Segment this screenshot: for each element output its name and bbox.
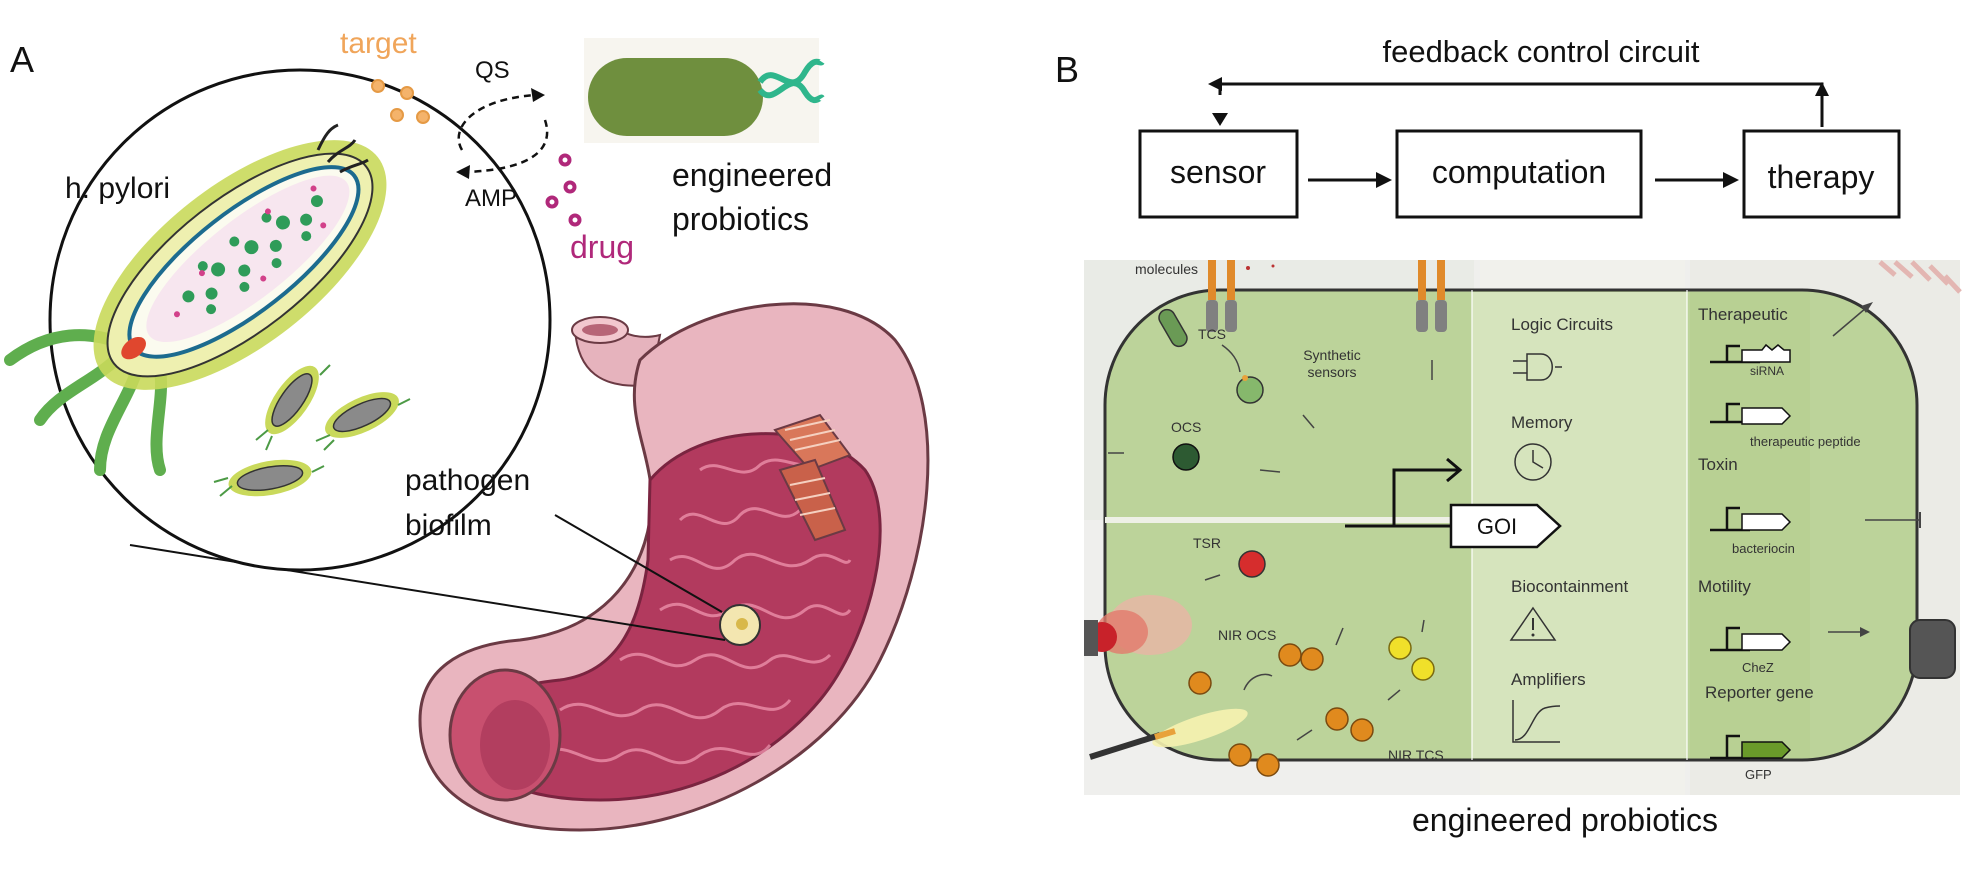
drug-molecules [545, 153, 582, 227]
warning-icon [1509, 606, 1557, 641]
probiotic-bacterium [584, 38, 825, 143]
therapeutic-peptide-label: therapeutic peptide [1750, 434, 1861, 449]
tcs-receptor [1158, 308, 1188, 348]
sirna-label: siRNA [1750, 364, 1784, 378]
peptide-construct [1710, 402, 1792, 425]
stomach-illustration [418, 302, 930, 832]
sensor-label: sensor [1170, 154, 1266, 190]
target-label: target [340, 27, 417, 60]
panel-a-label: A [10, 39, 34, 80]
amp-arrowhead [456, 165, 470, 179]
and-gate-icon [1513, 353, 1562, 381]
right-device [1909, 619, 1956, 679]
nir-tcs-yellow [1388, 636, 1435, 681]
panel-b-label: B [1055, 49, 1079, 90]
computation-box: computation [1395, 129, 1643, 219]
computation-label: computation [1432, 154, 1606, 190]
tcs-label: TCS [1198, 326, 1226, 342]
red-light-source [1084, 595, 1192, 656]
biocontainment-label: Biocontainment [1511, 577, 1628, 596]
therapy-box: therapy [1742, 129, 1901, 219]
qs-amp-arrows [457, 93, 549, 174]
nir-tcs-label: NIR TCS [1388, 747, 1444, 763]
goi-gene: GOI [1345, 457, 1562, 549]
sirna-construct [1710, 343, 1791, 364]
engineered-label-line2: probiotics [672, 201, 809, 237]
qs-arrowhead [531, 88, 545, 102]
muscle-layers [773, 413, 852, 542]
feedback-title: feedback control circuit [1382, 34, 1699, 69]
ocs-label: OCS [1171, 419, 1201, 435]
target-molecules [371, 79, 430, 124]
rugae-folds [539, 458, 852, 765]
sensor-to-computation-arrowhead [1376, 172, 1392, 188]
motility-label: Motility [1698, 577, 1751, 596]
engineered-label-line1: engineered [672, 157, 832, 193]
nir-ocs-proteins [1188, 643, 1324, 695]
reporter-gene-label: Reporter gene [1705, 683, 1814, 702]
sensor-box: sensor [1138, 129, 1299, 219]
memory-label: Memory [1511, 413, 1573, 432]
decorative-rays [1878, 260, 1962, 294]
bacteriocin-label: bacteriocin [1732, 541, 1795, 556]
feedback-loop [1218, 82, 1824, 127]
amp-label: AMP [465, 185, 517, 212]
amplifier-curve-icon [1512, 700, 1561, 743]
pathogen-label: pathogen [405, 464, 530, 497]
molecules-label: molecules [1135, 261, 1198, 277]
synthetic-sensor-receptors [1206, 260, 1447, 332]
qs-label: QS [475, 57, 510, 84]
drug-label: drug [570, 229, 634, 265]
small-bacteria [213, 364, 411, 497]
gfp-construct [1710, 734, 1792, 760]
gfp-label: GFP [1745, 767, 1772, 782]
synthetic-sensors-label-1: Synthetic [1303, 347, 1361, 363]
feedback-arrowhead-down [1212, 113, 1228, 126]
tsr-label: TSR [1193, 535, 1221, 551]
tsr-protein [1238, 550, 1266, 578]
h-pylori-bacterium [93, 140, 387, 390]
goi-label: GOI [1477, 514, 1517, 539]
h-pylori-pili [316, 123, 369, 174]
cell-small-arrows [1108, 307, 1920, 741]
yellow-light-source [1089, 708, 1248, 760]
nir-ocs-label: NIR OCS [1218, 627, 1276, 643]
feedback-arrowhead-left [1208, 77, 1222, 91]
feedback-arrowhead-up [1815, 82, 1829, 96]
ocs-protein [1172, 443, 1200, 471]
nir-tcs-proteins [1228, 707, 1374, 777]
bacteriocin-construct [1710, 506, 1792, 532]
biofilm-label: biofilm [405, 509, 492, 542]
clock-icon [1514, 443, 1552, 481]
chez-label: CheZ [1742, 660, 1774, 675]
chez-construct [1710, 626, 1792, 652]
zoom-line-top [554, 514, 723, 613]
toxin-label: Toxin [1698, 455, 1738, 474]
logic-circuits-label: Logic Circuits [1511, 315, 1613, 334]
caption-engineered-probiotics: engineered probiotics [1412, 802, 1718, 838]
computation-to-therapy-arrowhead [1723, 172, 1739, 188]
therapy-label: therapy [1768, 159, 1875, 195]
amplifiers-label: Amplifiers [1511, 670, 1586, 689]
therapeutic-label: Therapeutic [1698, 305, 1788, 324]
h-pylori-label: h. pylori [65, 172, 170, 205]
magnified-circle [48, 68, 552, 572]
tcs-protein [1236, 376, 1264, 404]
synthetic-sensors-label-2: sensors [1307, 364, 1356, 380]
cell-small-arrowheads [1860, 302, 1873, 637]
